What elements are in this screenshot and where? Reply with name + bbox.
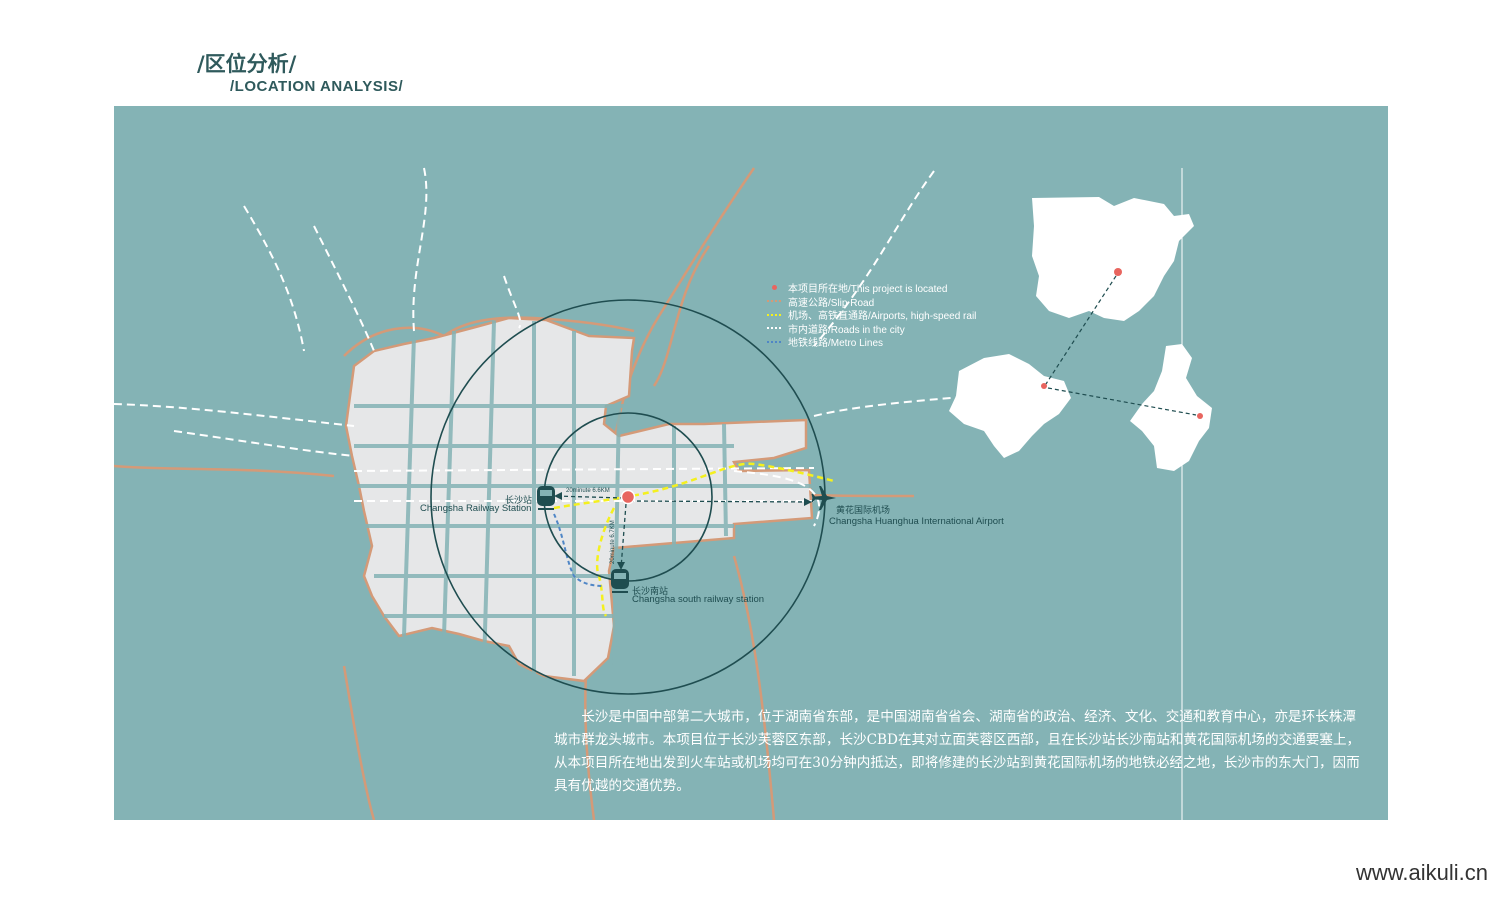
inset-project-marker (1197, 413, 1203, 419)
hunan-inset-map (949, 354, 1071, 458)
train-icon (537, 486, 555, 510)
location-dot-icon (766, 285, 782, 291)
airplane-icon (811, 486, 836, 510)
city-map: 20minute 6.6KM 20minute 6.7KM (114, 167, 1212, 820)
china-inset-map (1032, 197, 1194, 321)
legend-label: 高速公路/Slip Road (788, 297, 875, 309)
railway-station-label-cn: 长沙站 (505, 496, 533, 506)
legend-item: 地铁线路/Metro Lines (766, 335, 976, 349)
description-text: 长沙是中国中部第二大城市，位于湖南省东部，是中国湖南省省会、湖南省的政治、经济、… (554, 706, 1366, 798)
railway-distance-label: 20minute 6.6KM (566, 488, 610, 494)
rail-line-icon (766, 312, 782, 318)
description-paragraph: 长沙是中国中部第二大城市，位于湖南省东部，是中国湖南省省会、湖南省的政治、经济、… (554, 709, 1361, 794)
railway-station-label-en: Changsha Railway Station (420, 503, 532, 514)
inset-connection-arrows (1045, 275, 1197, 416)
legend-item: 机场、高铁直通路/Airports, high-speed rail (766, 308, 976, 322)
watermark: www.aikuli.cn (1355, 860, 1488, 885)
changsha-inset-map (1130, 344, 1212, 471)
urban-area (344, 316, 814, 683)
metro-line (553, 513, 605, 587)
arrow-heads (554, 492, 812, 570)
page-title: /区位分析/ (197, 52, 297, 76)
legend-item: 本项目所在地/This project is located (766, 281, 976, 295)
city-road-line-icon (766, 325, 782, 331)
legend-item: 高速公路/Slip Road (766, 295, 976, 309)
legend-label: 地铁线路/Metro Lines (788, 338, 884, 350)
legend-item: 市内道路/Roads in the city (766, 322, 976, 336)
inset-project-marker (1041, 383, 1047, 389)
legend-label: 市内道路/Roads in the city (788, 324, 905, 336)
airport-label-cn: 黄花国际机场 (836, 506, 891, 516)
page-subtitle: /LOCATION ANALYSIS/ (230, 78, 404, 95)
airport-label-en: Changsha Huanghua International Airport (829, 516, 1004, 527)
legend-label: 本项目所在地/This project is located (788, 284, 948, 296)
connection-arrows (553, 495, 813, 569)
highway-line-icon (766, 298, 782, 304)
south-distance-label: 20minute 6.7KM (610, 520, 616, 564)
metro-line-icon (766, 339, 782, 345)
legend-label: 机场、高铁直通路/Airports, high-speed rail (788, 311, 977, 323)
south-station-label-cn: 长沙南站 (632, 587, 669, 597)
project-location-marker (620, 489, 636, 505)
south-station-label-en: Changsha south railway station (632, 594, 765, 605)
inset-project-marker (1114, 268, 1122, 276)
train-icon (611, 569, 629, 593)
map-panel: 20minute 6.6KM 20minute 6.7KM (114, 106, 1388, 820)
map-legend: 本项目所在地/This project is located 高速公路/Slip… (766, 281, 976, 349)
